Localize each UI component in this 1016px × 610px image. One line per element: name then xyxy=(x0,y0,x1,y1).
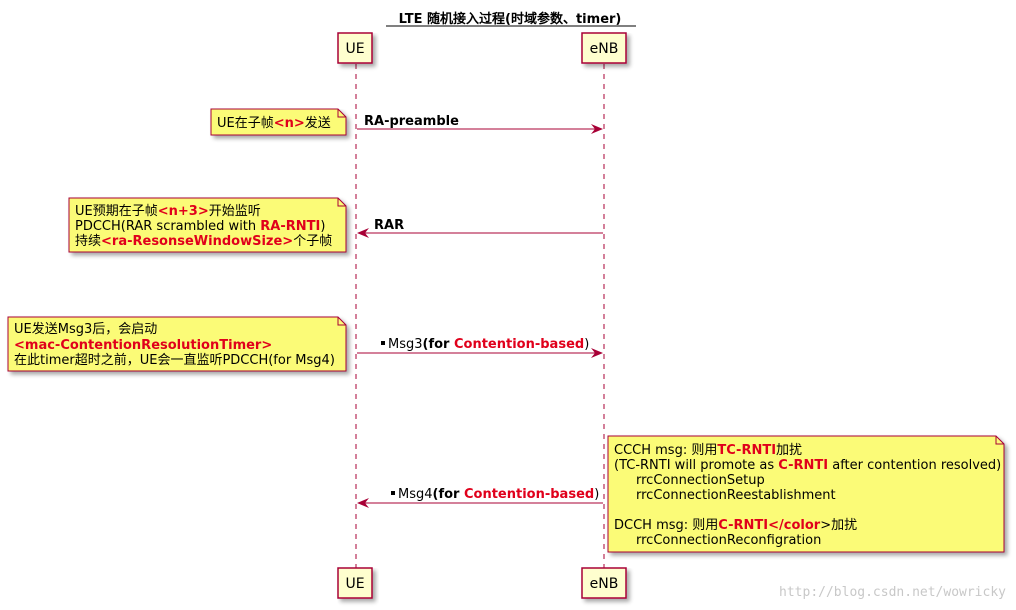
note-rar-window-line2: PDCCH(RAR scrambled with RA-RNTI) xyxy=(75,219,325,234)
ue-participant-top xyxy=(337,32,373,64)
ra-preamble-label: RA-preamble xyxy=(364,114,459,129)
enb-participant-top-label: eNB xyxy=(590,41,619,57)
note-rnti-line4: rrcConnectionReestablishment xyxy=(636,488,836,503)
ue-participant-bottom xyxy=(337,567,373,599)
msg3-label: Msg3(for Contention-based) xyxy=(388,337,589,352)
enb-participant-bottom xyxy=(581,567,627,599)
note-rnti-line5: DCCH msg: 则用C-RNTI</color>加扰 xyxy=(614,518,857,533)
msg4-label: Msg4(for Contention-based) xyxy=(398,487,599,502)
note-contention-timer-line1: UE发送Msg3后，会启动 xyxy=(14,321,157,337)
msg4-bullet-icon xyxy=(391,491,395,495)
note-subframe-n xyxy=(210,108,347,136)
note-contention-timer-line2: <mac-ContentionResolutionTimer> xyxy=(14,338,272,353)
msg3-bullet-icon xyxy=(381,341,385,345)
note-contention-timer xyxy=(7,316,347,372)
enb-participant-bottom-label: eNB xyxy=(590,576,619,592)
note-rnti-scrambling xyxy=(607,435,1005,553)
note-contention-timer-line3: 在此timer超时之前，UE会一直监听PDCCH(for Msg4) xyxy=(14,352,335,368)
note-rnti-line2: (TC-RNTI will promote as C-RNTI after co… xyxy=(614,458,1001,473)
enb-participant-top xyxy=(581,32,627,64)
ue-participant-top-label: UE xyxy=(345,41,364,57)
note-rnti-line6: rrcConnectionReconfigration xyxy=(636,533,821,548)
ue-participant-bottom-label: UE xyxy=(345,576,364,592)
watermark: http://blog.csdn.net/wowricky xyxy=(779,585,1006,600)
note-rnti-line1: CCCH msg: 则用TC-RNTI加扰 xyxy=(614,443,802,458)
note-rnti-line3: rrcConnectionSetup xyxy=(636,473,765,488)
note-rar-window xyxy=(68,197,347,253)
note-subframe-n-text: UE在子帧<n>发送 xyxy=(217,115,331,131)
diagram-title: LTE 随机接入过程(时域参数、timer) xyxy=(399,11,622,27)
note-rar-window-line1: UE预期在子帧<n+3>开始监听 xyxy=(75,204,261,219)
note-rar-window-line3: 持续<ra-ResonseWindowSize>个子帧 xyxy=(75,234,332,249)
rar-label: RAR xyxy=(374,218,404,233)
